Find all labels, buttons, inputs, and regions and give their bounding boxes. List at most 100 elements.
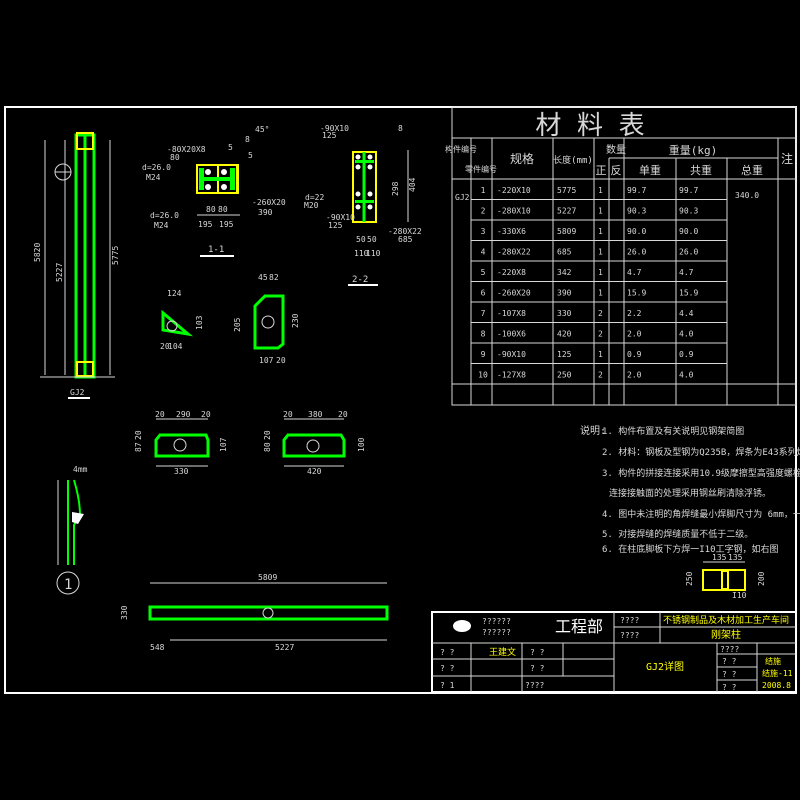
left-label: ? 1 [440,681,455,690]
cell-sum: 4.4 [679,309,694,318]
cell-unit: 90.0 [627,227,646,236]
right-label: ? ? [722,670,737,679]
dim-text: 8 [245,135,250,144]
dim-text: d=22 [305,193,324,202]
table-title: 材 料 表 [535,111,644,141]
cell-unit: 99.7 [627,186,646,195]
header-qty-back: 反 [611,164,622,177]
cell-sum: 26.0 [679,248,698,257]
notes: 说明: 1. 构件布置及有关说明见钢架简图 2. 材料：钢板及型钢为Q235B，… [580,424,800,600]
note-3-cont: 连接接触面的处理采用钢丝刷清除浮锈。 [609,487,771,499]
section-2-2: -90X10 125 8 d=22 M20 -90X10 125 -280X22… [304,124,422,286]
cell-sum: 15.9 [679,289,698,298]
total-weight: 340.0 [735,191,759,200]
cell-spec: -260X20 [497,289,531,298]
dim-text: -90X10 [320,124,349,133]
weld-detail-1: 4mm 1 [56,465,88,595]
dim-text: 20 [338,410,348,419]
cell-length: 420 [557,330,572,339]
cell-qty: 1 [598,207,603,216]
part-3-plan: 5809 5227 330 548 [120,573,389,652]
cell-qty: 1 [598,248,603,257]
dim-text: 380 [308,410,323,419]
dim-text: 5809 [258,573,277,582]
dim-text: 548 [150,643,165,652]
dim-text: 20 [160,342,170,351]
cell-no: 6 [481,289,486,298]
header-spec: 规格 [510,151,534,166]
mid-label: ???? [525,681,544,690]
cell-qty: 2 [598,371,603,380]
dim-text: 330 [174,467,189,476]
left-label: ? ? [440,648,455,657]
designer: 王建文 [489,646,516,658]
dim-text: 20 [201,410,211,419]
dim-text: 80 [206,205,216,214]
cell-no: 2 [481,207,486,216]
dim-text: M24 [146,173,161,182]
cell-spec: -280X10 [497,207,531,216]
header-qty: 数量 [606,143,626,156]
cell-spec: -127X8 [497,371,526,380]
note-1: 1. 构件布置及有关说明见钢架简图 [602,425,744,437]
cell-qty: 1 [598,289,603,298]
right-value: 结施-11 [762,668,793,678]
dim-text: 298 [391,181,400,196]
dim-text: 290 [176,410,191,419]
cell-length: 685 [557,248,572,257]
cell-qty: 2 [598,330,603,339]
column-label: GJ2 [70,388,85,397]
cell-unit: 0.9 [627,350,642,359]
cell-sum: 4.7 [679,268,694,277]
dim-text: 20 [155,410,165,419]
cell-sum: 0.9 [679,350,694,359]
cell-spec: -280X22 [497,248,531,257]
cell-spec: -107X8 [497,309,526,318]
right-label: ???? [720,645,739,654]
material-table: 材 料 表 构件编号 零件编号 规格 长度(mm) 数量 正 反 重量(kg) … [445,106,797,406]
cell-no: 8 [481,330,486,339]
dim-text: 8 [398,124,403,133]
dim-text: 20 [276,356,286,365]
dim-text: 80 [170,153,180,162]
drawing-name: GJ2详图 [646,660,684,673]
dim-text: 5775 [111,246,120,265]
cell-length: 390 [557,289,572,298]
part-8: 20 380 20 420 100 80 20 [263,410,366,476]
cell-sum: 4.0 [679,330,694,339]
cell-qty: 1 [598,227,603,236]
dim-text: 80 [218,205,228,214]
dim-text: 107 [259,356,274,365]
project-label: ???? [620,616,639,625]
dim-text: 45° [255,125,269,134]
cell-qty: 2 [598,309,603,318]
mid-label: ? ? [530,648,545,657]
cell-sum: 90.3 [679,207,698,216]
cell-unit: 2.2 [627,309,642,318]
part-9: 124 103 104 20 [160,289,204,351]
dim-text: 125 [328,221,343,230]
cell-unit: 90.3 [627,207,646,216]
cell-sum: 90.0 [679,227,698,236]
dim-text: 87 [134,442,143,452]
dim-text: 205 [233,317,242,332]
detail-1-label: 1 [64,577,72,593]
project-name: 不锈钢制品及木材加工生产车间 [663,614,789,626]
cell-length: 342 [557,268,572,277]
title-block: ?????? ?????? 工程部 ???? 不锈钢制品及木材加工生产车间 ??… [431,611,797,693]
cell-length: 5775 [557,186,576,195]
dim-text: 5820 [33,243,42,262]
cell-sum: 4.0 [679,371,694,380]
dim-text: 195 [219,220,234,229]
cell-spec: -100X6 [497,330,526,339]
item-name: 刚架柱 [711,628,741,641]
dim-text: -90X10 [326,213,355,222]
part-7: 20 290 20 330 107 87 20 [134,410,228,476]
dim-text: -80X20X8 [167,145,206,154]
header-length: 长度(mm) [553,154,593,166]
